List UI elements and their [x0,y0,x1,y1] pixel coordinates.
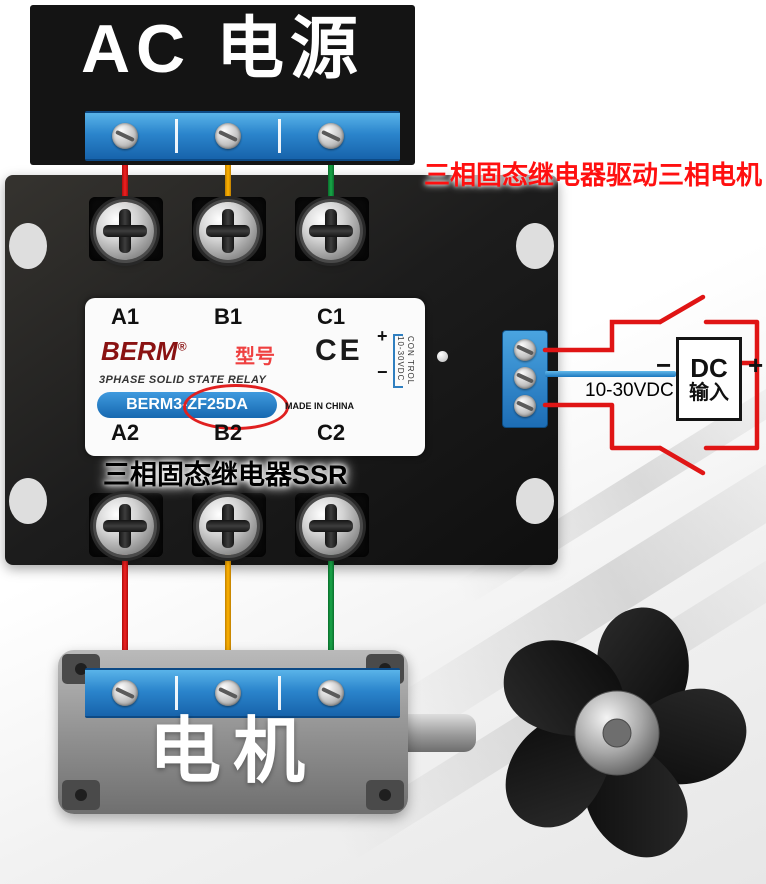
phase-wire-yellow-top [225,150,231,214]
terminal-label-c2: C2 [316,420,346,445]
mounting-notch [9,223,47,269]
ssr-product-label: A1 B1 C1 BERM® 型号 CE 3PHASE SOLID STATE … [85,298,425,456]
phillips-slot [206,520,250,532]
model-highlight-ellipse [183,384,289,430]
control-voltage: 10-30VDC [395,336,405,382]
brand-text: BERM [101,336,178,366]
control-terminal-block [502,330,548,428]
phillips-slot [103,520,147,532]
terminal-label-b1: B1 [213,304,243,329]
dc-wire-right [703,319,760,451]
control-plus-sign: + [377,326,388,346]
motor-shaft [402,714,476,752]
terminal-separator [278,119,281,153]
terminal-separator [278,676,281,710]
control-terminal-screw [514,339,536,361]
motor-mount-tab [366,780,404,810]
motor-terminal-screw [318,680,344,706]
ssr-body: A1 B1 C1 BERM® 型号 CE 3PHASE SOLID STATE … [5,175,558,565]
brand-logo: BERM® [101,336,186,367]
dc-input-line1: DC [690,353,728,383]
phase-wire-red-top [122,150,128,214]
switch-blade-bottom [657,445,706,476]
terminal-label-a1: A1 [110,304,140,329]
ac-terminal-screw [318,123,344,149]
motor-terminal-strip [85,668,400,718]
made-in-label: MADE IN CHINA [285,401,354,411]
dc-minus-sign: − [656,350,672,380]
control-terminal-screw [514,367,536,389]
phase-wire-yellow-bottom [225,540,231,690]
dc-input-line2: 输入 [689,382,729,404]
ac-terminal-strip [85,111,400,161]
diagram-title: 三相固态继电器驱动三相电机 [423,160,762,190]
control-terminal-screw [514,395,536,417]
ac-terminal-screw [215,123,241,149]
phillips-slot [309,225,353,237]
ce-mark: CE [315,334,363,367]
terminal-label-c1: C1 [316,304,346,329]
phase-wire-red-bottom [122,540,128,690]
fan [503,607,747,858]
terminal-separator [175,676,178,710]
control-rating-text: CON TROL 10-30VDC [394,336,415,385]
motor-terminal-screw [215,680,241,706]
ssr-caption: 三相固态继电器SSR [103,460,348,490]
dc-wire-bottom [542,402,663,451]
terminal-separator [175,119,178,153]
ssr-power-screw-c1 [302,202,360,260]
dc-negative-wire [545,371,676,377]
ssr-power-screw-a2 [96,497,154,555]
motor-label: 电机 [148,712,317,792]
motor-terminal-screw [112,680,138,706]
dc-input-box: DC 输入 [676,337,742,421]
ac-power-label: AC 电源 [80,11,365,87]
motor-body: 电机 [58,650,408,814]
dc-voltage-label: 10-30VDC [585,380,674,401]
fan-hub-center [602,718,632,748]
ssr-power-screw-b2 [199,497,257,555]
dc-control-wiring [542,294,760,476]
phillips-slot [103,225,147,237]
indicator-led [437,351,448,362]
terminal-label-b2: B2 [213,420,243,445]
control-minus-sign: − [377,362,388,382]
dc-wire-top [542,319,663,353]
ssr-power-screw-b1 [199,202,257,260]
dc-plus-sign: + [748,350,764,380]
registered-mark: ® [177,339,187,354]
ssr-power-screw-c2 [302,497,360,555]
motor-mount-tab [62,780,100,810]
control-word: CON TROL [406,336,415,386]
switch-blade-top [657,294,706,325]
phase-wire-green-top [328,150,334,214]
phillips-slot [309,520,353,532]
control-bracket [393,334,403,388]
phase-wire-green-bottom [328,540,334,690]
ssr-power-screw-a1 [96,202,154,260]
mounting-notch [516,478,554,524]
relay-type-line: 3PHASE SOLID STATE RELAY [99,374,267,386]
terminal-label-a2: A2 [110,420,140,445]
mounting-notch [516,223,554,269]
mounting-notch [9,478,47,524]
ac-terminal-screw [112,123,138,149]
phillips-slot [206,225,250,237]
model-field-label: 型号 [235,346,275,368]
